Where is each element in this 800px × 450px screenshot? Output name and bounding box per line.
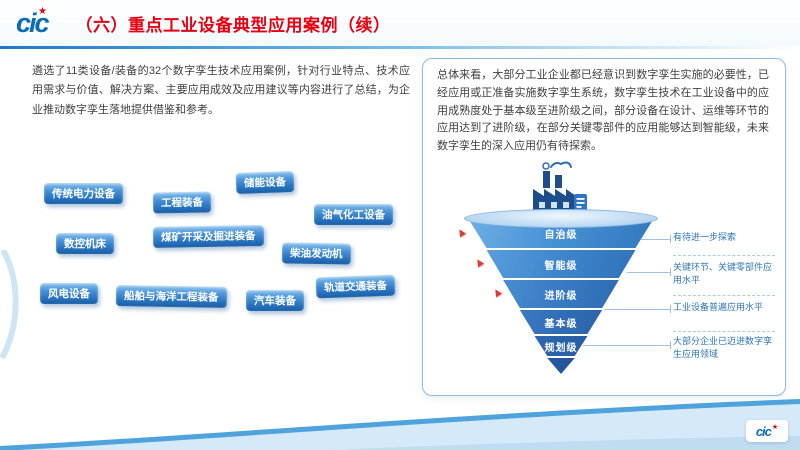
connector-line bbox=[627, 272, 671, 273]
annotation-explore: 有待进一步探索 bbox=[673, 232, 737, 242]
tag-cnc-machine[interactable]: 数控机床 bbox=[56, 233, 114, 254]
funnel-bands: 自治级 智能级 进阶级 基本级 规划级 bbox=[463, 218, 659, 376]
funnel-cone: 自治级 智能级 进阶级 基本级 规划级 bbox=[463, 209, 659, 376]
connector-line bbox=[604, 309, 671, 310]
dashed-separator bbox=[673, 255, 775, 256]
connector-line bbox=[641, 239, 671, 240]
funnel-level-intelligent: 智能级 bbox=[486, 250, 636, 278]
funnel-level-advanced: 进阶级 bbox=[503, 280, 619, 308]
left-decor-arc bbox=[0, 250, 19, 360]
annotation-key-components: 关键环节、关键零部件应用水平 bbox=[673, 262, 773, 286]
intro-text: 遴选了11类设备/装备的32个数字孪生技术应用案例，针对行业特点、技术应用需求与… bbox=[32, 65, 410, 116]
connector-tick bbox=[670, 235, 671, 243]
summary-text: 总体来看，大部分工业企业都已经意识到数字孪生实施的必要性，已经应用或正准备实施数… bbox=[437, 69, 769, 153]
tag-rail-transit[interactable]: 轨道交通装备 bbox=[315, 274, 396, 299]
tag-wind-power[interactable]: 风电设备 bbox=[40, 283, 98, 304]
funnel-level-basic: 基本级 bbox=[519, 310, 603, 334]
tag-energy-storage[interactable]: 储能设备 bbox=[235, 170, 295, 195]
footer-wave bbox=[0, 399, 800, 450]
equipment-tags: 传统电力设备 工程装备 储能设备 油气化工设备 数控机床 煤矿开采及掘进装备 柴… bbox=[30, 170, 412, 322]
annotation-most-enterprises: 大部分企业已迈进数字孪生应用领域 bbox=[673, 336, 773, 360]
tag-oil-gas-chemical[interactable]: 油气化工设备 bbox=[314, 204, 393, 225]
cic-logo: cic ★ bbox=[16, 5, 60, 38]
funnel-top-ellipse bbox=[464, 209, 658, 228]
factory-icon bbox=[533, 161, 587, 212]
connector-tick bbox=[670, 268, 671, 276]
tag-engineering-equipment[interactable]: 工程装备 bbox=[152, 191, 212, 214]
dashed-separator bbox=[673, 295, 775, 296]
logo-text: cic bbox=[16, 7, 50, 38]
tag-traditional-power[interactable]: 传统电力设备 bbox=[44, 183, 123, 204]
footer-cic-logo: cic ★ bbox=[746, 420, 788, 442]
header-divider bbox=[0, 46, 800, 49]
annotation-general-level: 工业设备普遍应用水平 bbox=[673, 302, 764, 312]
summary-panel: 总体来看，大部分工业企业都已经意识到数字孪生实施的必要性，已经应用或正准备实施数… bbox=[422, 58, 786, 396]
header: cic ★ （六）重点工业设备典型应用案例（续） bbox=[0, 0, 800, 46]
dashed-separator bbox=[673, 331, 775, 332]
funnel-tip bbox=[547, 358, 575, 374]
tag-automobile[interactable]: 汽车装备 bbox=[246, 290, 304, 311]
star-icon: ★ bbox=[38, 5, 47, 17]
star-icon: ★ bbox=[771, 424, 779, 431]
funnel-level-planning: 规划级 bbox=[534, 336, 588, 356]
connector-tick bbox=[670, 305, 671, 313]
tag-coal-mining[interactable]: 煤矿开采及掘进装备 bbox=[152, 225, 264, 248]
connector-tick bbox=[670, 341, 671, 349]
tag-ship-marine[interactable]: 船舶与海洋工程装备 bbox=[115, 285, 227, 308]
connector-line bbox=[583, 345, 671, 346]
page-title: （六）重点工业设备典型应用案例（续） bbox=[75, 15, 391, 35]
tag-diesel-engine[interactable]: 柴油发动机 bbox=[281, 242, 351, 265]
footer-logo-text: cic bbox=[755, 423, 772, 439]
maturity-funnel: 自治级 智能级 进阶级 基本级 规划级 ▲ ▲ ▲ bbox=[437, 159, 781, 391]
